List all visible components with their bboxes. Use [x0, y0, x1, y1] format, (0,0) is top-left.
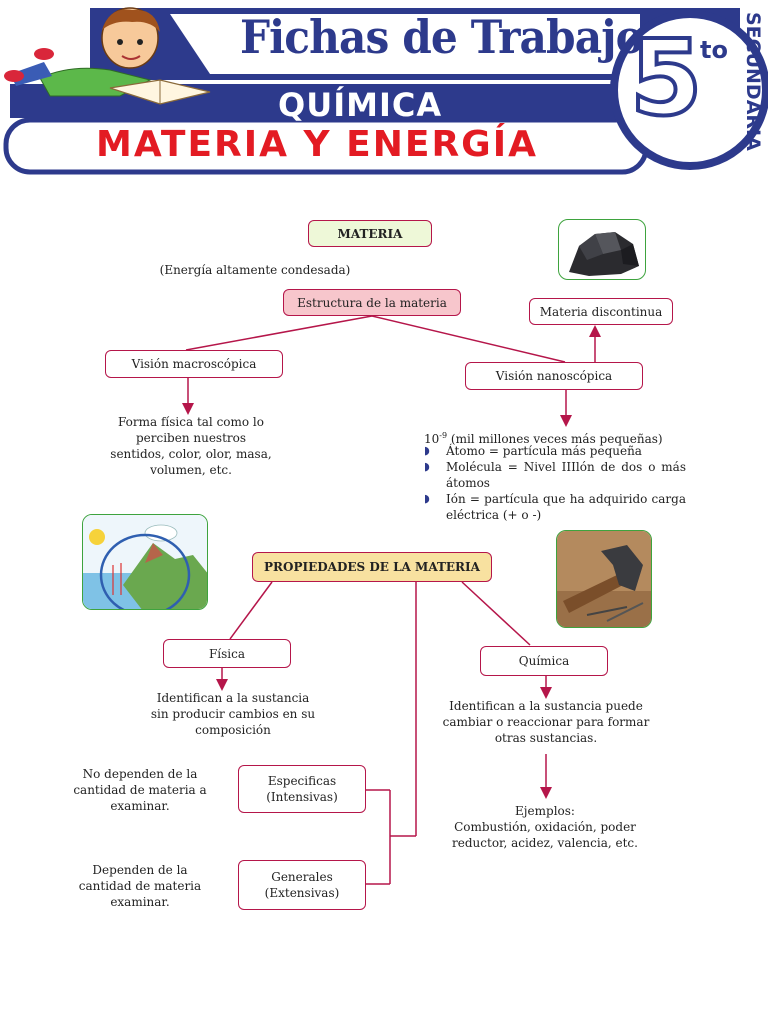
water-cycle-image — [82, 514, 208, 610]
subject-title: QUÍMICA — [278, 86, 443, 124]
coal-photo — [558, 219, 646, 280]
child-reading-icon — [4, 7, 211, 105]
chemical-box: Química — [480, 646, 608, 676]
coal-rock-icon — [569, 232, 639, 276]
macro-vision-box: Visión macroscópica — [105, 350, 283, 378]
materia-note: (Energía altamente condesada) — [159, 263, 351, 277]
general-properties-box: Generales (Extensivas) — [238, 860, 366, 910]
series-title: Fichas de Trabajo — [240, 10, 644, 64]
grade-suffix: to — [700, 36, 728, 64]
structure-box: Estructura de la materia — [283, 289, 461, 316]
page-header: Fichas de Trabajo QUÍMICA MATERIA Y ENER… — [0, 0, 768, 180]
discontinuous-matter-box: Materia discontinua — [529, 298, 673, 325]
header-banner — [3, 7, 768, 175]
nano-vision-box: Visión nanoscópica — [465, 362, 643, 390]
water-cycle-icon — [83, 515, 207, 609]
general-description: Dependen de la cantidad de materia exami… — [78, 863, 202, 909]
level-label: SECUNDARIA — [742, 12, 764, 151]
examples-label: Ejemplos: — [515, 804, 575, 818]
examples-list: Combustión, oxidación, poder reductor, a… — [452, 820, 638, 850]
hammer-photo — [556, 530, 652, 628]
physical-box: Física — [163, 639, 291, 668]
nano-intro-exponent: -9 — [439, 431, 448, 440]
chemical-description: Identifican a la sustancia puede cambiar… — [442, 699, 650, 745]
hammer-icon — [557, 531, 651, 627]
materia-root-box: MATERIA — [308, 220, 432, 247]
grade-number: 5 — [628, 17, 704, 139]
list-item: Ión = partícula que ha adquirido carga e… — [424, 491, 686, 523]
specific-properties-box: Especificas (Intensivas) — [238, 765, 366, 813]
nano-list: Átomo = partícula más pequeña Molécula =… — [424, 443, 686, 523]
physical-description: Identifican a la sustancia sin producir … — [150, 691, 316, 737]
list-item: Molécula = Nivel IIIlón de dos o más áto… — [424, 459, 686, 491]
macro-description: Forma física tal como lo perciben nuestr… — [110, 415, 272, 477]
specific-description: No dependen de la cantidad de materia a … — [73, 767, 207, 813]
list-item: Átomo = partícula más pequeña — [424, 443, 686, 459]
properties-root-box: PROPIEDADES DE LA MATERIA — [252, 552, 492, 582]
examples-block: Ejemplos: Combustión, oxidación, poder r… — [440, 803, 650, 851]
topic-title: MATERIA Y ENERGÍA — [96, 124, 538, 165]
